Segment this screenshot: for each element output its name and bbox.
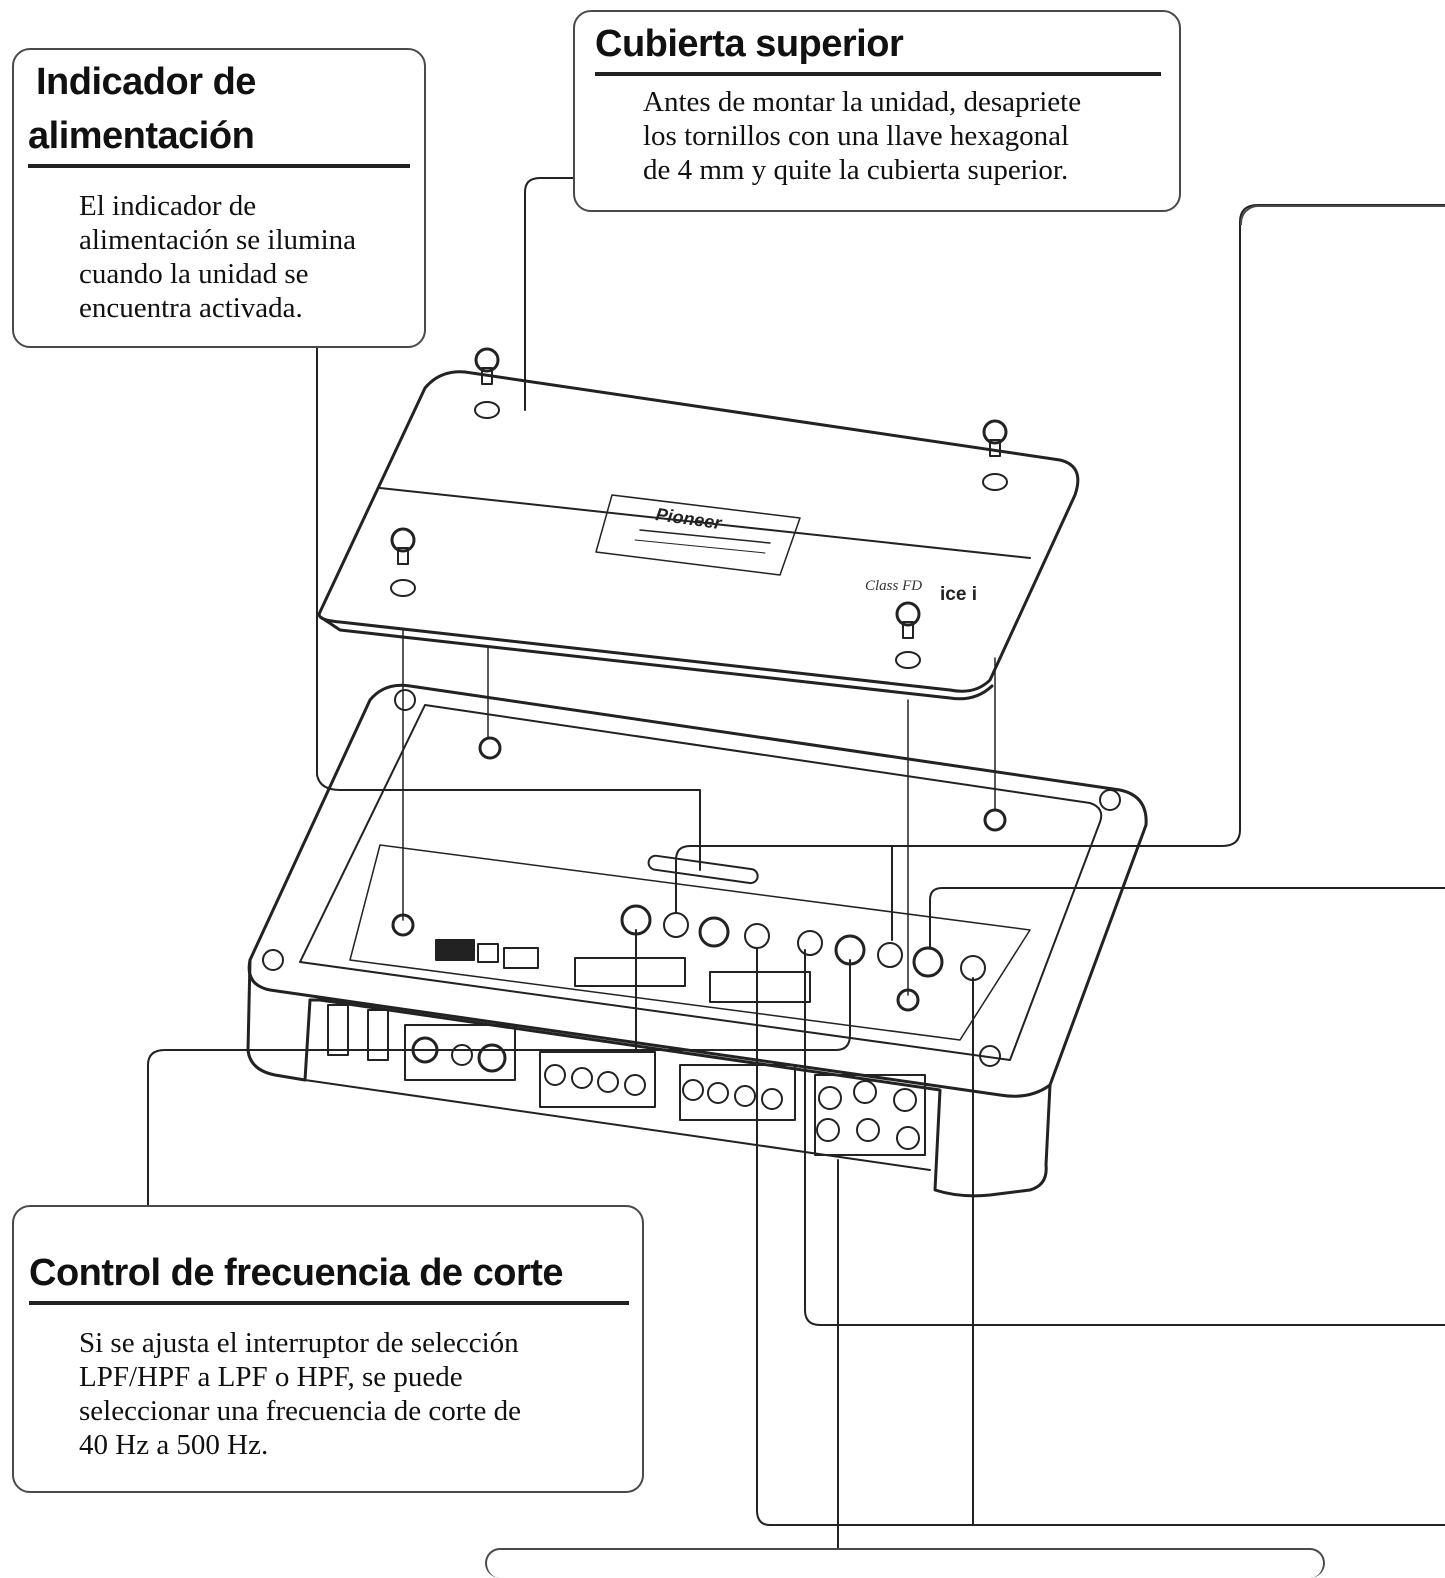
cutoff-frequency-rule xyxy=(29,1301,629,1305)
upper-right-callout xyxy=(1240,205,1445,225)
cutoff-frequency-title: Control de frecuencia de corte xyxy=(29,1252,564,1294)
power-indicator-body-2: alimentación se ilumina xyxy=(79,224,357,256)
device-brand: Pioneer xyxy=(654,504,723,533)
power-indicator-callout: Indicador de alimentación El indicador d… xyxy=(12,48,426,348)
top-cover-body-3: de 4 mm y quite la cubierta superior. xyxy=(643,154,1069,186)
top-cover xyxy=(317,370,1080,701)
power-indicator-title-line2: alimentación xyxy=(28,115,255,157)
top-cover-body-1: Antes de montar la unidad, desapriete xyxy=(643,86,1082,118)
cutoff-frequency-body-1: Si se ajusta el interruptor de selección xyxy=(79,1327,519,1359)
power-indicator-body-4: encuentra activada. xyxy=(79,292,303,324)
device-series-label: ice i xyxy=(940,584,977,605)
leader-lines xyxy=(147,177,1445,1556)
top-cover-callout: Cubierta superior Antes de montar la uni… xyxy=(573,10,1181,212)
bottom-callout xyxy=(485,1548,1325,1578)
power-indicator-body-3: cuando la unidad se xyxy=(79,258,309,290)
device-class-label: Class FD xyxy=(865,578,922,594)
cutoff-frequency-body-4: 40 Hz a 500 Hz. xyxy=(79,1429,269,1461)
power-indicator-body-1: El indicador de xyxy=(79,190,257,222)
top-cover-title: Cubierta superior xyxy=(595,23,904,65)
top-cover-body-2: los tornillos con una llave hexagonal xyxy=(643,120,1070,152)
screws xyxy=(390,347,1008,669)
amplifier-body xyxy=(246,683,1148,1198)
cutoff-frequency-body-2: LPF/HPF a LPF o HPF, se puede xyxy=(79,1361,463,1393)
top-cover-rule xyxy=(595,72,1161,76)
cutoff-frequency-body-3: seleccionar una frecuencia de corte de xyxy=(79,1395,521,1427)
power-indicator-title-line1: Indicador de xyxy=(36,61,256,103)
power-indicator-rule xyxy=(28,164,410,168)
cutoff-frequency-callout: Control de frecuencia de corte Si se aju… xyxy=(12,1205,644,1493)
